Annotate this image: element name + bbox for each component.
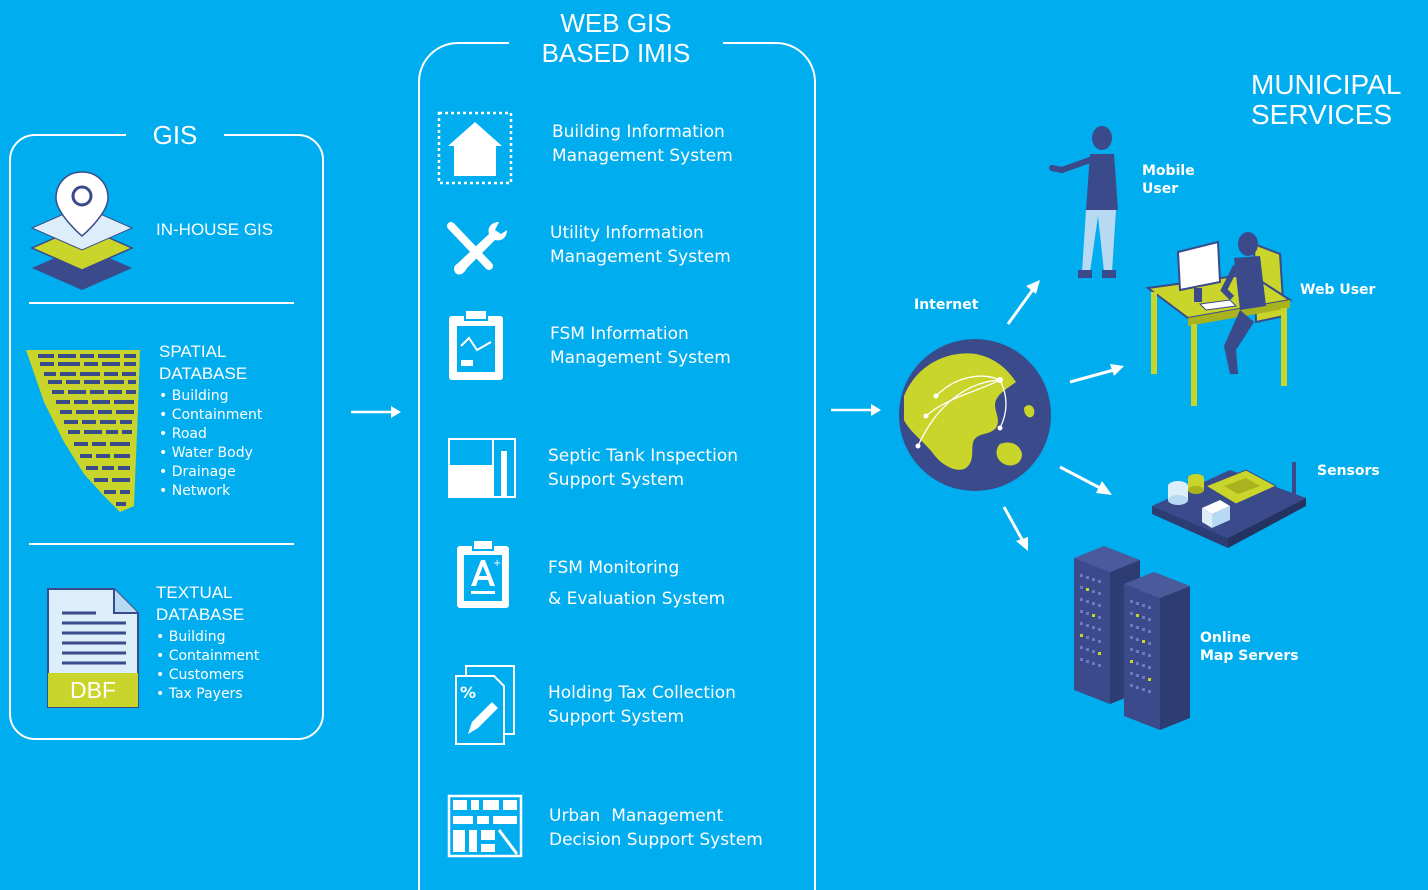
mobile-user-figure [1046,124,1130,284]
list-item: Containment [159,406,263,425]
system-line1: Utility Information [550,223,704,243]
list-item: Tax Payers [156,685,259,704]
imis-title-line1: WEB GIS [560,8,672,38]
map-servers-label: Online Map Servers [1200,629,1299,665]
system-line2: Support System [548,707,684,727]
septic-tank-icon [447,437,517,499]
list-item: Customers [156,666,259,685]
web-user-label: Web User [1300,282,1376,298]
textual-database-label-2: DATABASE [156,605,245,624]
list-item: Road [159,425,262,444]
dbf-tag: DBF [70,677,116,703]
building-icon [436,110,514,186]
system-label-fsm-information: FSM Information Management System [550,322,731,370]
tax-document-icon: % [452,664,518,746]
mobile-user-label: Mobile User [1142,162,1195,198]
globe-icon [896,336,1054,494]
textual-database-block: TEXTUAL DATABASE Building Containment Cu… [156,582,259,704]
system-line1: Holding Tax Collection [548,683,736,703]
spatial-database-label-1: SPATIAL [159,342,227,361]
system-line1: Building Information [552,122,725,142]
sensors-label: Sensors [1317,463,1380,479]
tools-icon [445,220,509,276]
svg-text:+: + [493,558,501,569]
municipal-services-title: MUNICIPAL SERVICES [1251,70,1401,130]
arrow-right-icon [829,401,883,419]
system-line2: Management System [552,146,733,166]
inhouse-gis-label: IN-HOUSE GIS [156,220,274,239]
gis-divider-bottom [29,543,294,545]
internet-label: Internet [914,297,979,313]
system-line2: Decision Support System [549,830,763,850]
dbf-file-icon: DBF [46,587,140,709]
arrow-right-icon [349,403,403,421]
gis-title: GIS [126,120,224,150]
spatial-database-label-2: DATABASE [159,364,248,383]
arrow-down-icon [1000,503,1034,553]
arrow-down-right-icon [1058,463,1114,497]
system-line2: Support System [548,470,684,490]
arrow-up-right-icon [1004,278,1044,328]
list-item: Building [159,387,262,406]
system-line1: FSM Monitoring [548,558,680,578]
spatial-database-list: Building Containment Road Water Body Dra… [159,387,263,501]
map-servers-line1: Online [1200,630,1251,646]
system-label-building: Building Information Management System [552,120,733,168]
web-user-figure [1144,226,1294,410]
city-map-icon [24,346,144,514]
system-line1: FSM Information [550,324,689,344]
imis-title-line2: BASED IMIS [541,38,691,68]
system-label-utility: Utility Information Management System [550,221,731,269]
system-line2: Management System [550,348,731,368]
map-servers-figure [1070,544,1194,734]
system-label-urban-management: Urban Management Decision Support System [549,804,763,852]
gis-divider-top [29,302,294,304]
map-servers-line2: Map Servers [1200,648,1299,664]
imis-title: WEB GIS BASED IMIS [509,8,723,68]
layers-pin-icon [30,168,135,293]
system-line1: Urban Management [549,806,724,826]
list-item: Building [156,628,259,647]
textual-database-list: Building Containment Customers Tax Payer… [156,628,260,704]
clipboard-chart-icon [447,308,505,382]
sensors-figure [1150,456,1310,550]
svg-text:%: % [460,683,476,702]
system-label-fsm-monitoring: FSM Monitoring & Evaluation System [548,553,725,615]
spatial-database-block: SPATIAL DATABASE Building Containment Ro… [159,341,262,501]
list-item: Containment [156,647,260,666]
arrow-right-icon [1068,362,1126,386]
textual-database-label-1: TEXTUAL [156,583,233,602]
clipboard-grade-icon: + [455,538,511,610]
system-label-septic-tank: Septic Tank Inspection Support System [548,444,738,492]
system-line2: & Evaluation System [548,589,726,609]
ms-title-line1: MUNICIPAL [1251,69,1402,100]
urban-map-icon [447,794,523,858]
mobile-user-line2: User [1142,181,1179,197]
mobile-user-line1: Mobile [1142,163,1195,179]
list-item: Drainage [159,463,262,482]
system-label-holding-tax: Holding Tax Collection Support System [548,681,736,729]
list-item: Network [159,482,262,501]
list-item: Water Body [159,444,262,463]
system-line2: Management System [550,247,731,267]
ms-title-line2: SERVICES [1251,99,1393,130]
system-line1: Septic Tank Inspection [548,446,738,466]
